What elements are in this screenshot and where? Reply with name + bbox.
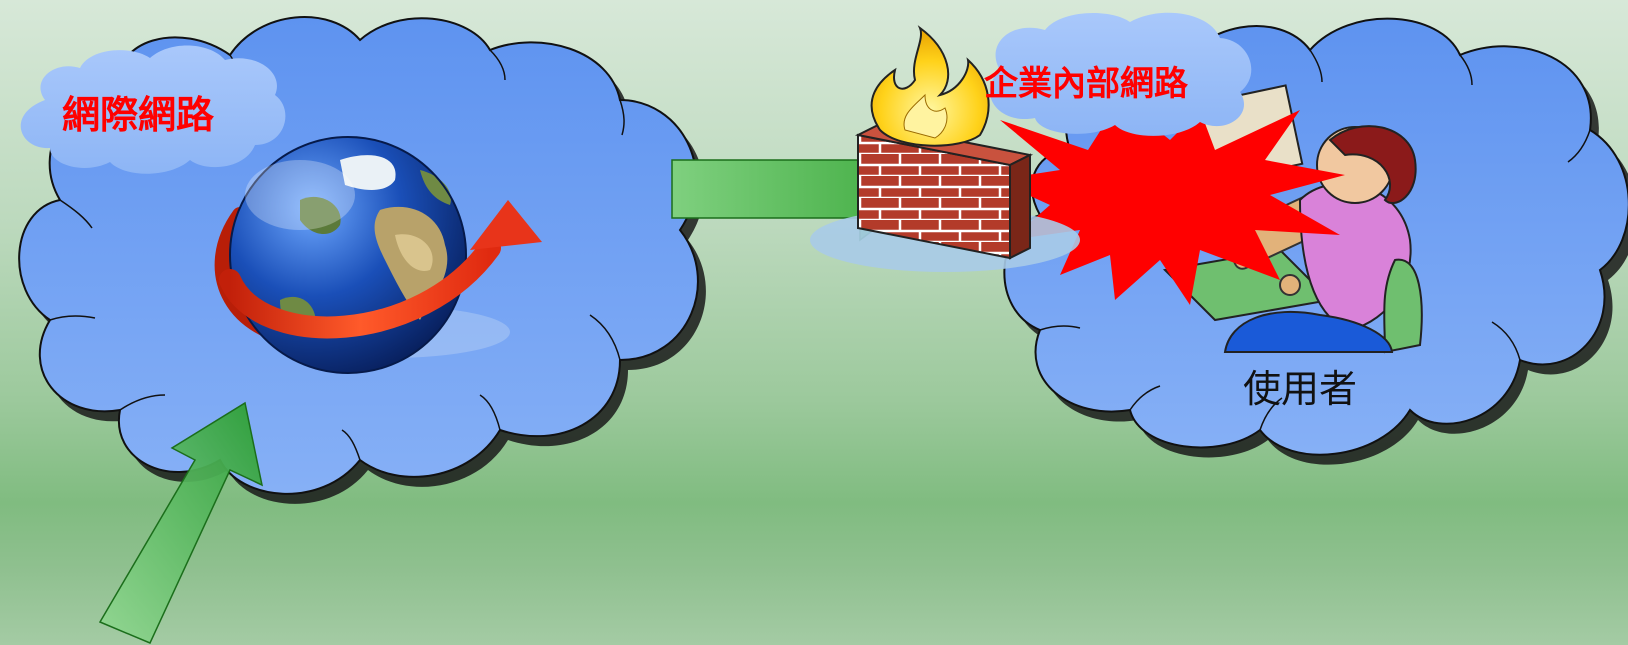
intranet-label: 企業內部網路	[984, 64, 1189, 104]
firewall-icon	[810, 25, 1080, 272]
globe-icon	[214, 136, 542, 374]
user-label: 使用者	[1243, 367, 1357, 411]
explosion-icon	[995, 100, 1345, 305]
flame-icon	[870, 25, 990, 147]
intranet-label-cloud: 企業內部網路	[984, 12, 1252, 136]
inbound-arrow-bottom-left	[98, 401, 264, 644]
internet-label-cloud: 網際網路	[20, 45, 286, 174]
internet-label: 網際網路	[62, 92, 215, 137]
